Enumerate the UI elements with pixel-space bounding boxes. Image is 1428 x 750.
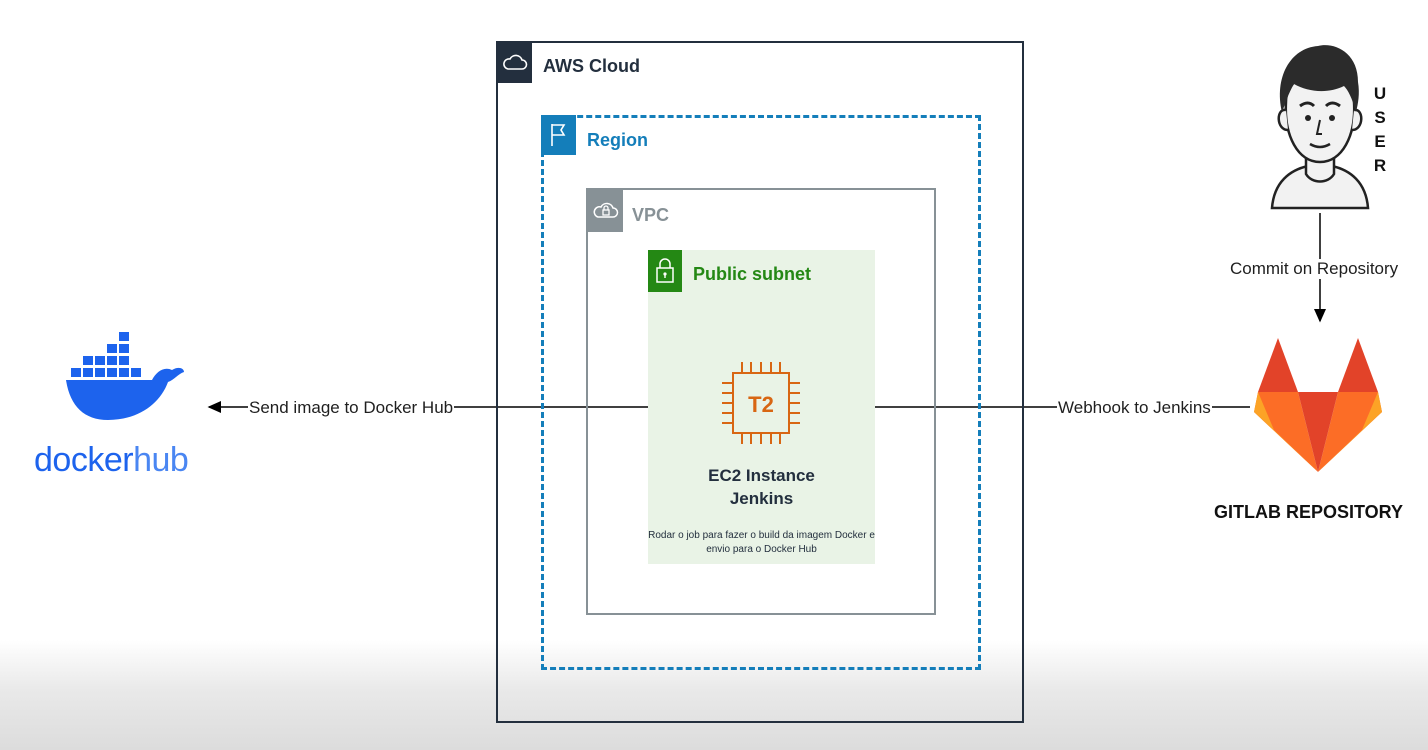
user-avatar-icon: [1270, 45, 1370, 210]
public-subnet-label: Public subnet: [693, 264, 812, 284]
ec2-description: Rodar o job para fazer o build da imagem…: [648, 530, 875, 555]
aws-cloud-icon: [498, 43, 532, 83]
gitlab-fox-icon: [1254, 338, 1382, 472]
region-label: Region: [587, 130, 648, 150]
region-group: [541, 115, 981, 670]
aws-cloud-label: AWS Cloud: [543, 56, 640, 76]
ec2-chip-text: T2: [748, 392, 774, 417]
ec2-title-line2: Jenkins: [729, 489, 794, 508]
vpc-group: [586, 188, 936, 615]
ec2-title-line1: EC2 Instance: [708, 466, 815, 485]
user-letter: S: [1374, 108, 1386, 127]
edge-label-webhook: Webhook to Jenkins: [1057, 398, 1212, 418]
vpc-cloud-lock-icon: [588, 190, 623, 232]
dockerhub-wordmark-docker: docker: [34, 441, 134, 479]
subnet-lock-icon: [648, 250, 682, 292]
dockerhub-wordmark: dockerhub: [34, 440, 189, 480]
region-flag-icon: [541, 115, 576, 155]
edge-label-send-to-docker: Send image to Docker Hub: [248, 398, 455, 418]
public-subnet-group: [648, 250, 875, 564]
user-label: U S E R: [1370, 82, 1390, 178]
edge-label-commit: Commit on Repository: [1229, 259, 1400, 279]
user-letter: E: [1374, 132, 1386, 151]
user-letter: U: [1373, 84, 1387, 103]
ec2-title: EC2 Instance Jenkins: [648, 464, 875, 510]
user-letter: R: [1373, 156, 1387, 175]
dockerhub-wordmark-hub: hub: [133, 441, 189, 479]
aws-cloud-group: [496, 41, 1024, 723]
vpc-label: VPC: [632, 205, 670, 225]
gitlab-label: GITLAB REPOSITORY: [1214, 502, 1404, 522]
ec2-chip-icon: T2: [722, 362, 800, 444]
docker-whale-icon: [66, 332, 184, 420]
